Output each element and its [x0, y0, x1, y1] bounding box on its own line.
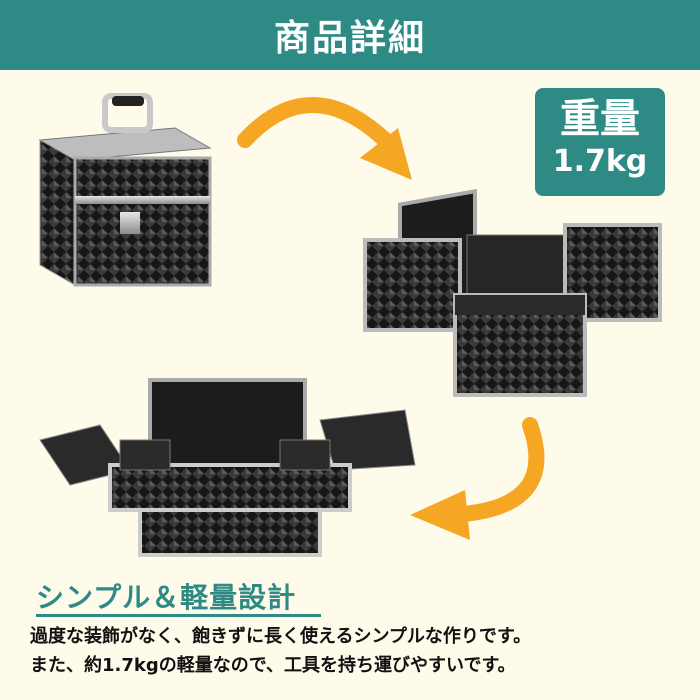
- closed-case-image: [38, 93, 212, 287]
- fully-open-case-image: [39, 378, 416, 557]
- arrow-curve-left-icon: [410, 417, 545, 540]
- weight-badge: 重量 1.7kg: [535, 88, 665, 196]
- weight-label: 重量: [560, 96, 640, 142]
- page-title-banner: 商品詳細: [0, 0, 700, 70]
- headline-underline: [36, 614, 321, 617]
- description-line: 過度な装飾がなく、飽きずに長く使えるシンプルな作りです。: [30, 626, 532, 647]
- page-title: 商品詳細: [273, 18, 426, 59]
- description-line: また、約1.7kgの軽量なので、工具を持ち運びやすいです。: [30, 655, 516, 676]
- feature-description: 過度な装飾がなく、飽きずに長く使えるシンプルな作りです。 また、約1.7kgの軽…: [30, 622, 680, 680]
- weight-value: 1.7kg: [552, 144, 648, 179]
- open-case-image: [363, 188, 662, 397]
- arrow-curve-right-icon: [237, 97, 412, 180]
- feature-headline: シンプル＆軽量設計: [36, 581, 297, 614]
